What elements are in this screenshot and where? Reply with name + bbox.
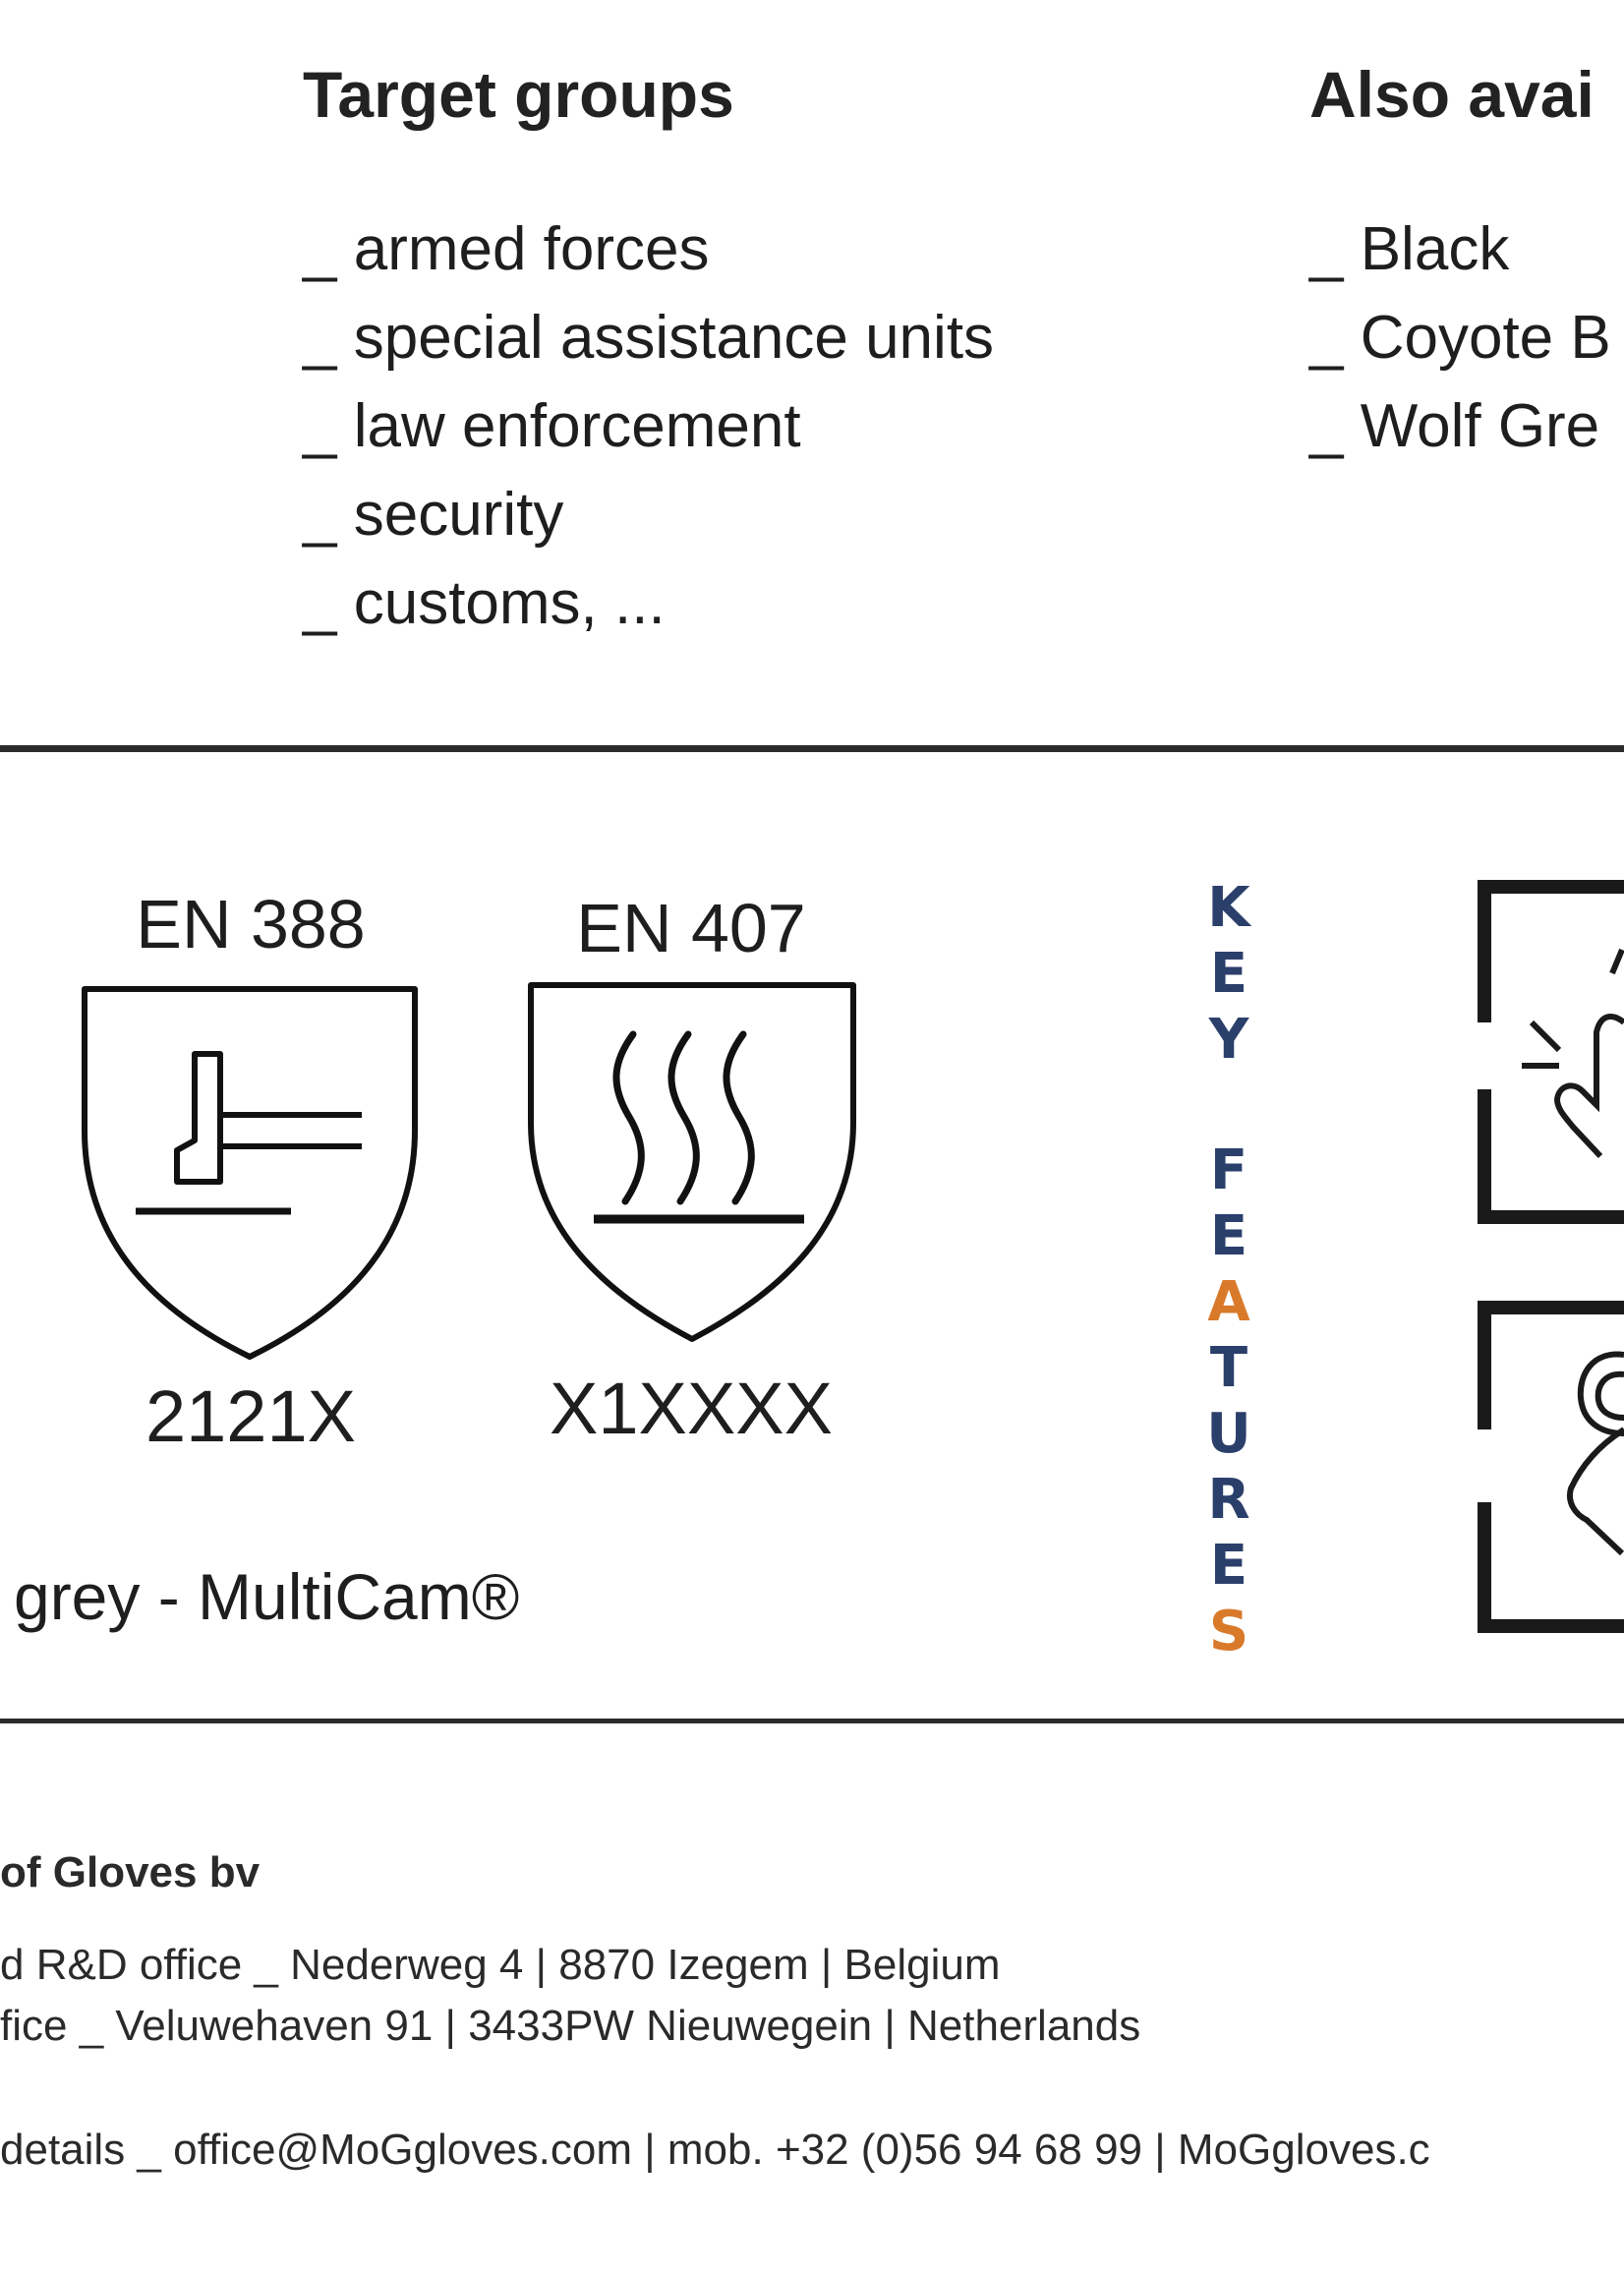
list-item: _ law enforcement: [303, 392, 801, 460]
also-available-heading: Also avai: [1309, 58, 1595, 131]
footer-office-2: fice _ Veluwehaven 91 | 3433PW Nieuwegei…: [0, 2002, 1141, 2050]
bottom-divider: [0, 1719, 1624, 1723]
cert-standard-en388: EN 388: [136, 886, 366, 962]
footer-company: of Gloves bv: [0, 1848, 261, 1896]
list-item: _ Coyote B: [1309, 304, 1611, 372]
target-groups-heading: Target groups: [303, 58, 734, 131]
heat-hazard-icon: [528, 982, 856, 1342]
list-item: _ Wolf Gre: [1309, 392, 1600, 460]
footer-contact: details _ office@MoGgloves.com | mob. +3…: [0, 2126, 1430, 2174]
fingerprint-hand-icon: [1478, 1301, 1624, 1633]
cert-standard-en407: EN 407: [576, 890, 806, 966]
cert-code-en407: X1XXXX: [550, 1368, 833, 1449]
mechanical-hazard-icon: [82, 986, 418, 1360]
list-item: _ security: [303, 481, 564, 549]
touchscreen-hand-icon: [1478, 880, 1624, 1224]
colour-line: grey - MultiCam®: [14, 1560, 520, 1633]
cert-code-en388: 2121X: [145, 1375, 356, 1457]
list-item: _ special assistance units: [303, 304, 995, 372]
list-item: _ customs, ...: [303, 569, 666, 637]
top-divider: [0, 745, 1624, 752]
list-item: _ armed forces: [303, 215, 710, 283]
list-item: _ Black: [1309, 215, 1510, 283]
footer-office-1: d R&D office _ Nederweg 4 | 8870 Izegem …: [0, 1941, 1001, 1989]
